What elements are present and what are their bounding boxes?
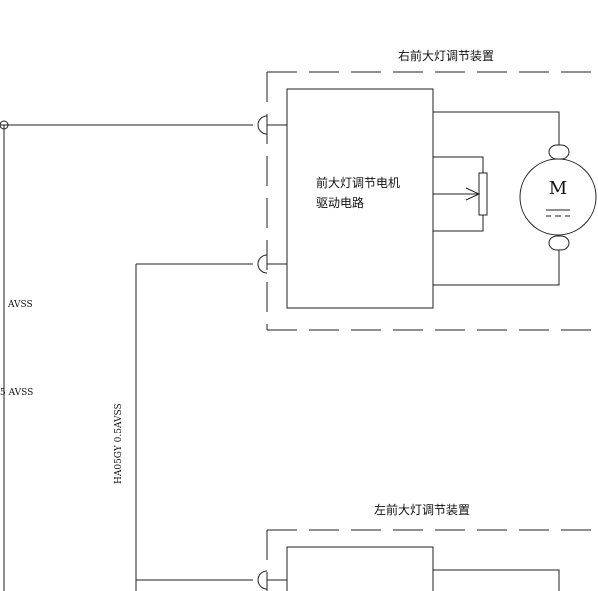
driver-label-line1: 前大灯调节电机 <box>316 175 400 190</box>
left-unit-title: 左前大灯调节装置 <box>374 502 470 517</box>
left-unit-enclosure <box>266 529 598 591</box>
driver-label-line2: 驱动电路 <box>316 195 364 210</box>
motor-label: M <box>549 178 567 199</box>
wire-label-5avss: 5 AVSS <box>0 388 33 398</box>
connector-pin-top <box>257 115 268 135</box>
connector-pin-bottom <box>257 254 268 274</box>
wire-label-vertical: HA05GY 0.5AVSS <box>114 403 124 484</box>
wire-label-avss: AVSS <box>7 300 33 310</box>
motor-symbol <box>519 144 597 251</box>
right-unit-enclosure <box>266 71 598 331</box>
driver-circuit-box <box>286 88 434 309</box>
left-connector-pin-top <box>257 570 268 590</box>
left-driver-circuit-box <box>286 546 434 591</box>
motor-wire-top <box>433 111 560 145</box>
motor-wire-bottom <box>433 250 560 286</box>
right-unit-title: 右前大灯调节装置 <box>398 48 494 63</box>
left-motor-wire-top <box>433 569 560 591</box>
potentiometer <box>433 156 488 232</box>
